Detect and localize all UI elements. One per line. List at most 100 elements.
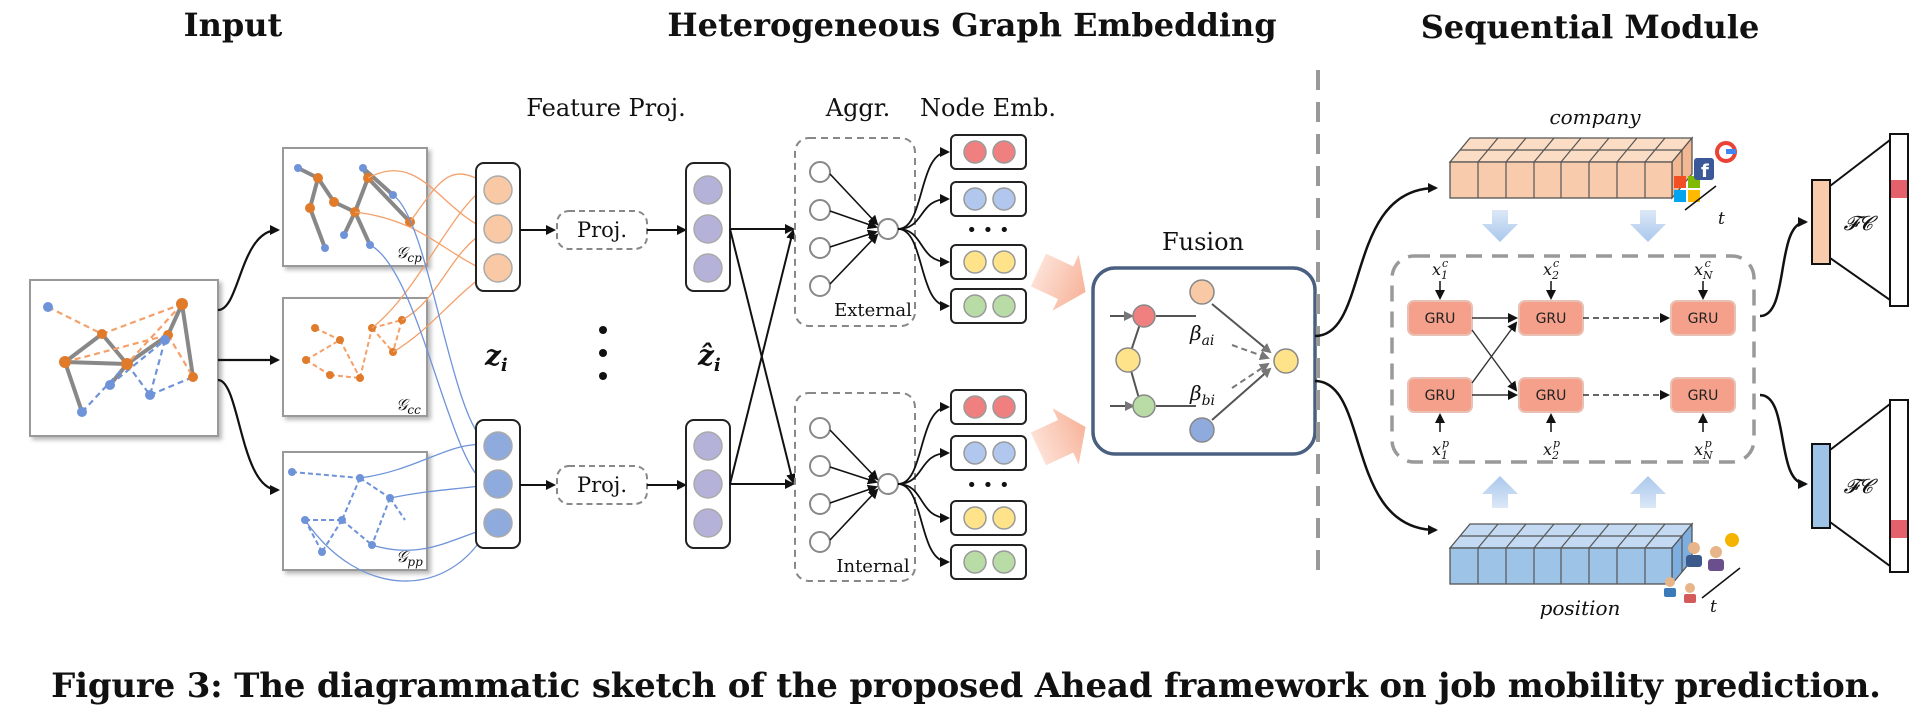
gru-cell-top-1: GRU: [1407, 300, 1473, 336]
x2c-sup: c: [1553, 257, 1559, 270]
x1c-x: x: [1432, 260, 1441, 279]
xNc-sup: c: [1705, 257, 1711, 270]
gru-cell-bottom-1: GRU: [1407, 377, 1473, 413]
node-emb-internal: • • •: [897, 389, 1027, 580]
svg-text:f: f: [1701, 161, 1709, 182]
section-title-seq: Sequential Module: [1421, 8, 1760, 46]
gpp-sub: pp: [407, 555, 423, 569]
company-label: company: [1549, 105, 1641, 129]
zhat-column-bottom: [685, 419, 731, 549]
svg-text:x2p: x2p: [1543, 437, 1560, 462]
x1p-sup: p: [1442, 437, 1449, 450]
company-tensor: [1448, 136, 1694, 200]
z-column-bottom: [475, 419, 521, 549]
x1p-sub: 1: [1441, 449, 1448, 462]
svg-text:βbi: βbi: [1189, 381, 1215, 409]
section-title-input: Input: [184, 6, 283, 44]
tensor-to-gru-arrows: [1482, 210, 1666, 508]
proj-box-top: Proj.: [556, 210, 648, 250]
beta-bi-sub: bi: [1202, 393, 1215, 409]
svg-text:x1c: x1c: [1432, 257, 1448, 282]
aggregator-internal: Internal: [794, 392, 916, 582]
x2p-sub: 2: [1551, 449, 1559, 462]
gru-label: GRU: [1536, 311, 1567, 327]
gcp-symbol: 𝒢: [396, 243, 410, 262]
gcc-sub: cc: [407, 403, 421, 417]
gpp-symbol: 𝒢: [396, 547, 410, 566]
fc-block-top: 𝓕𝓒: [1811, 133, 1909, 307]
svg-text:x2c: x2c: [1543, 257, 1559, 282]
position-label: position: [1540, 596, 1621, 620]
node-emb-label: Node Emb.: [920, 94, 1056, 122]
svg-text:𝒢pp: 𝒢pp: [396, 547, 423, 569]
svg-text:βai: βai: [1189, 321, 1214, 349]
x1c-sub: 1: [1441, 269, 1448, 282]
svg-text:xNc: xNc: [1694, 257, 1713, 282]
fusion-label: Fusion: [1162, 228, 1244, 256]
gcp-sub: cp: [407, 251, 422, 265]
feature-proj-label: Feature Proj.: [526, 94, 685, 122]
fusion-box: βai βbi: [1091, 266, 1317, 456]
beta-bi-symbol: β: [1189, 381, 1202, 405]
node-emb-external: • • •: [897, 134, 1027, 324]
xNp-x: x: [1694, 440, 1703, 459]
beta-ai-symbol: β: [1189, 321, 1202, 345]
zhat-symbol: ẑ: [697, 339, 715, 372]
z-column-top: [475, 162, 521, 292]
svg-text:𝒢cp: 𝒢cp: [396, 243, 422, 265]
emb-dots-top: • • •: [966, 220, 1009, 241]
xNp-sup: p: [1705, 437, 1712, 450]
x2p-x: x: [1543, 440, 1552, 459]
gru-label: GRU: [1425, 311, 1456, 327]
fusion-input-arrows: [1030, 253, 1086, 466]
position-time-axis: [1701, 567, 1741, 599]
input-graph: [29, 279, 219, 437]
gru-container: [1390, 254, 1756, 464]
position-people-icon: [1664, 533, 1739, 603]
svg-text:xNp: xNp: [1694, 437, 1713, 462]
gru-cell-bottom-n: GRU: [1670, 377, 1736, 413]
subgraph-gpp: 𝒢pp: [282, 451, 428, 571]
xNc-x: x: [1694, 260, 1703, 279]
internal-label: Internal: [836, 556, 910, 577]
section-title-hge: Heterogeneous Graph Embedding: [667, 6, 1276, 44]
gru-label: GRU: [1425, 388, 1456, 404]
aggr-label: Aggr.: [825, 94, 891, 122]
fc-block-bottom: 𝓕𝓒: [1811, 399, 1909, 573]
gru-cell-top-n: GRU: [1670, 300, 1736, 336]
gru-cell-bottom-2: GRU: [1518, 377, 1584, 413]
gru-label: GRU: [1688, 388, 1719, 404]
gru-label: GRU: [1688, 311, 1719, 327]
company-time-axis: [1684, 185, 1717, 211]
zhat-sub: i: [714, 355, 721, 376]
svg-text:𝒢cc: 𝒢cc: [396, 395, 421, 417]
x1c-sup: c: [1442, 257, 1448, 270]
xNp-sub: N: [1702, 449, 1713, 462]
svg-text:x1p: x1p: [1432, 437, 1449, 462]
svg-text:ẑi: ẑi: [697, 339, 721, 376]
subgraph-gcc: 𝒢cc: [282, 297, 428, 417]
external-label: External: [834, 300, 912, 321]
gru-label: GRU: [1536, 388, 1567, 404]
ellipsis-vertical: [599, 326, 607, 380]
zhat-column-top: [685, 162, 731, 292]
emb-dots-bottom: • • •: [966, 475, 1009, 496]
z-sub: i: [501, 355, 508, 376]
x2p-sup: p: [1553, 437, 1560, 450]
proj-label-bottom: Proj.: [577, 473, 627, 497]
beta-ai-sub: ai: [1202, 333, 1215, 349]
gcc-symbol: 𝒢: [396, 395, 410, 414]
z-symbol: z: [484, 339, 502, 372]
subgraph-gcp: 𝒢cp: [282, 147, 428, 267]
position-t-label: t: [1710, 597, 1717, 617]
x2c-x: x: [1543, 260, 1552, 279]
position-tensor: [1448, 522, 1694, 586]
figure-caption: Figure 3: The diagrammatic sketch of the…: [51, 666, 1881, 706]
proj-label-top: Proj.: [577, 218, 627, 242]
svg-text:zi: zi: [484, 339, 508, 376]
xNc-sub: N: [1702, 269, 1713, 282]
gru-cell-top-2: GRU: [1518, 300, 1584, 336]
aggregator-external: External: [794, 137, 916, 327]
company-logos-icon: f: [1674, 141, 1737, 202]
